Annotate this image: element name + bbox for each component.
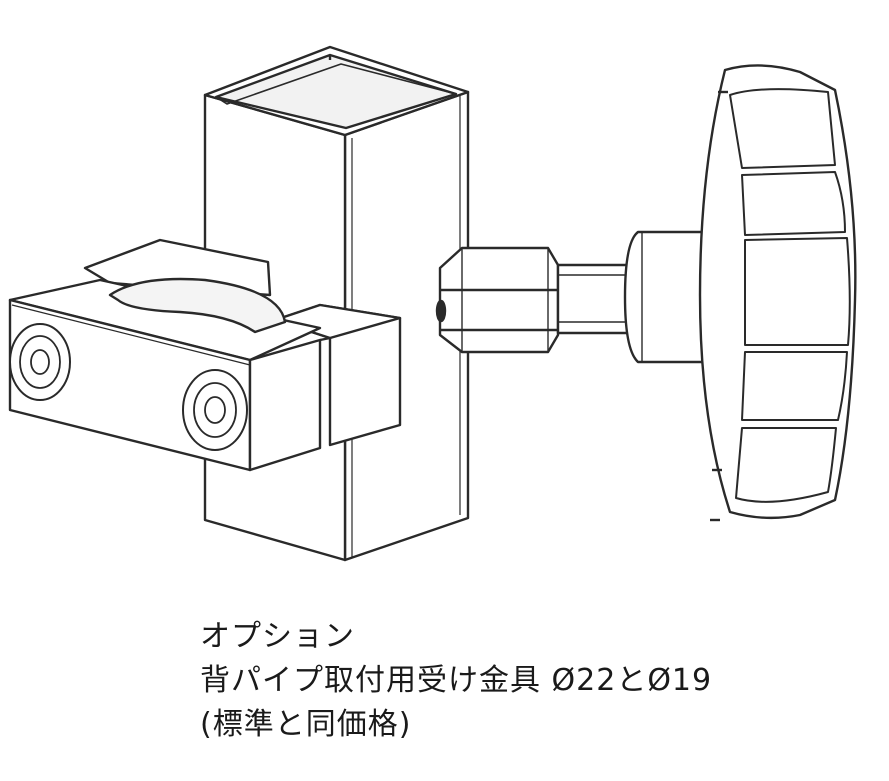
pipe-clamp	[8, 238, 402, 472]
bracket-diagram	[8, 45, 857, 562]
caption-line-1: オプション	[200, 619, 355, 654]
hex-nut	[435, 246, 560, 354]
caption: オプション 背パイプ取付用受け金具 Ø22とØ19 (標準と同価格)	[200, 615, 712, 747]
caption-line-2: 背パイプ取付用受け金具 Ø22とØ19	[200, 663, 713, 698]
star-knob	[698, 64, 857, 522]
caption-line-3: (標準と同価格)	[200, 707, 412, 742]
